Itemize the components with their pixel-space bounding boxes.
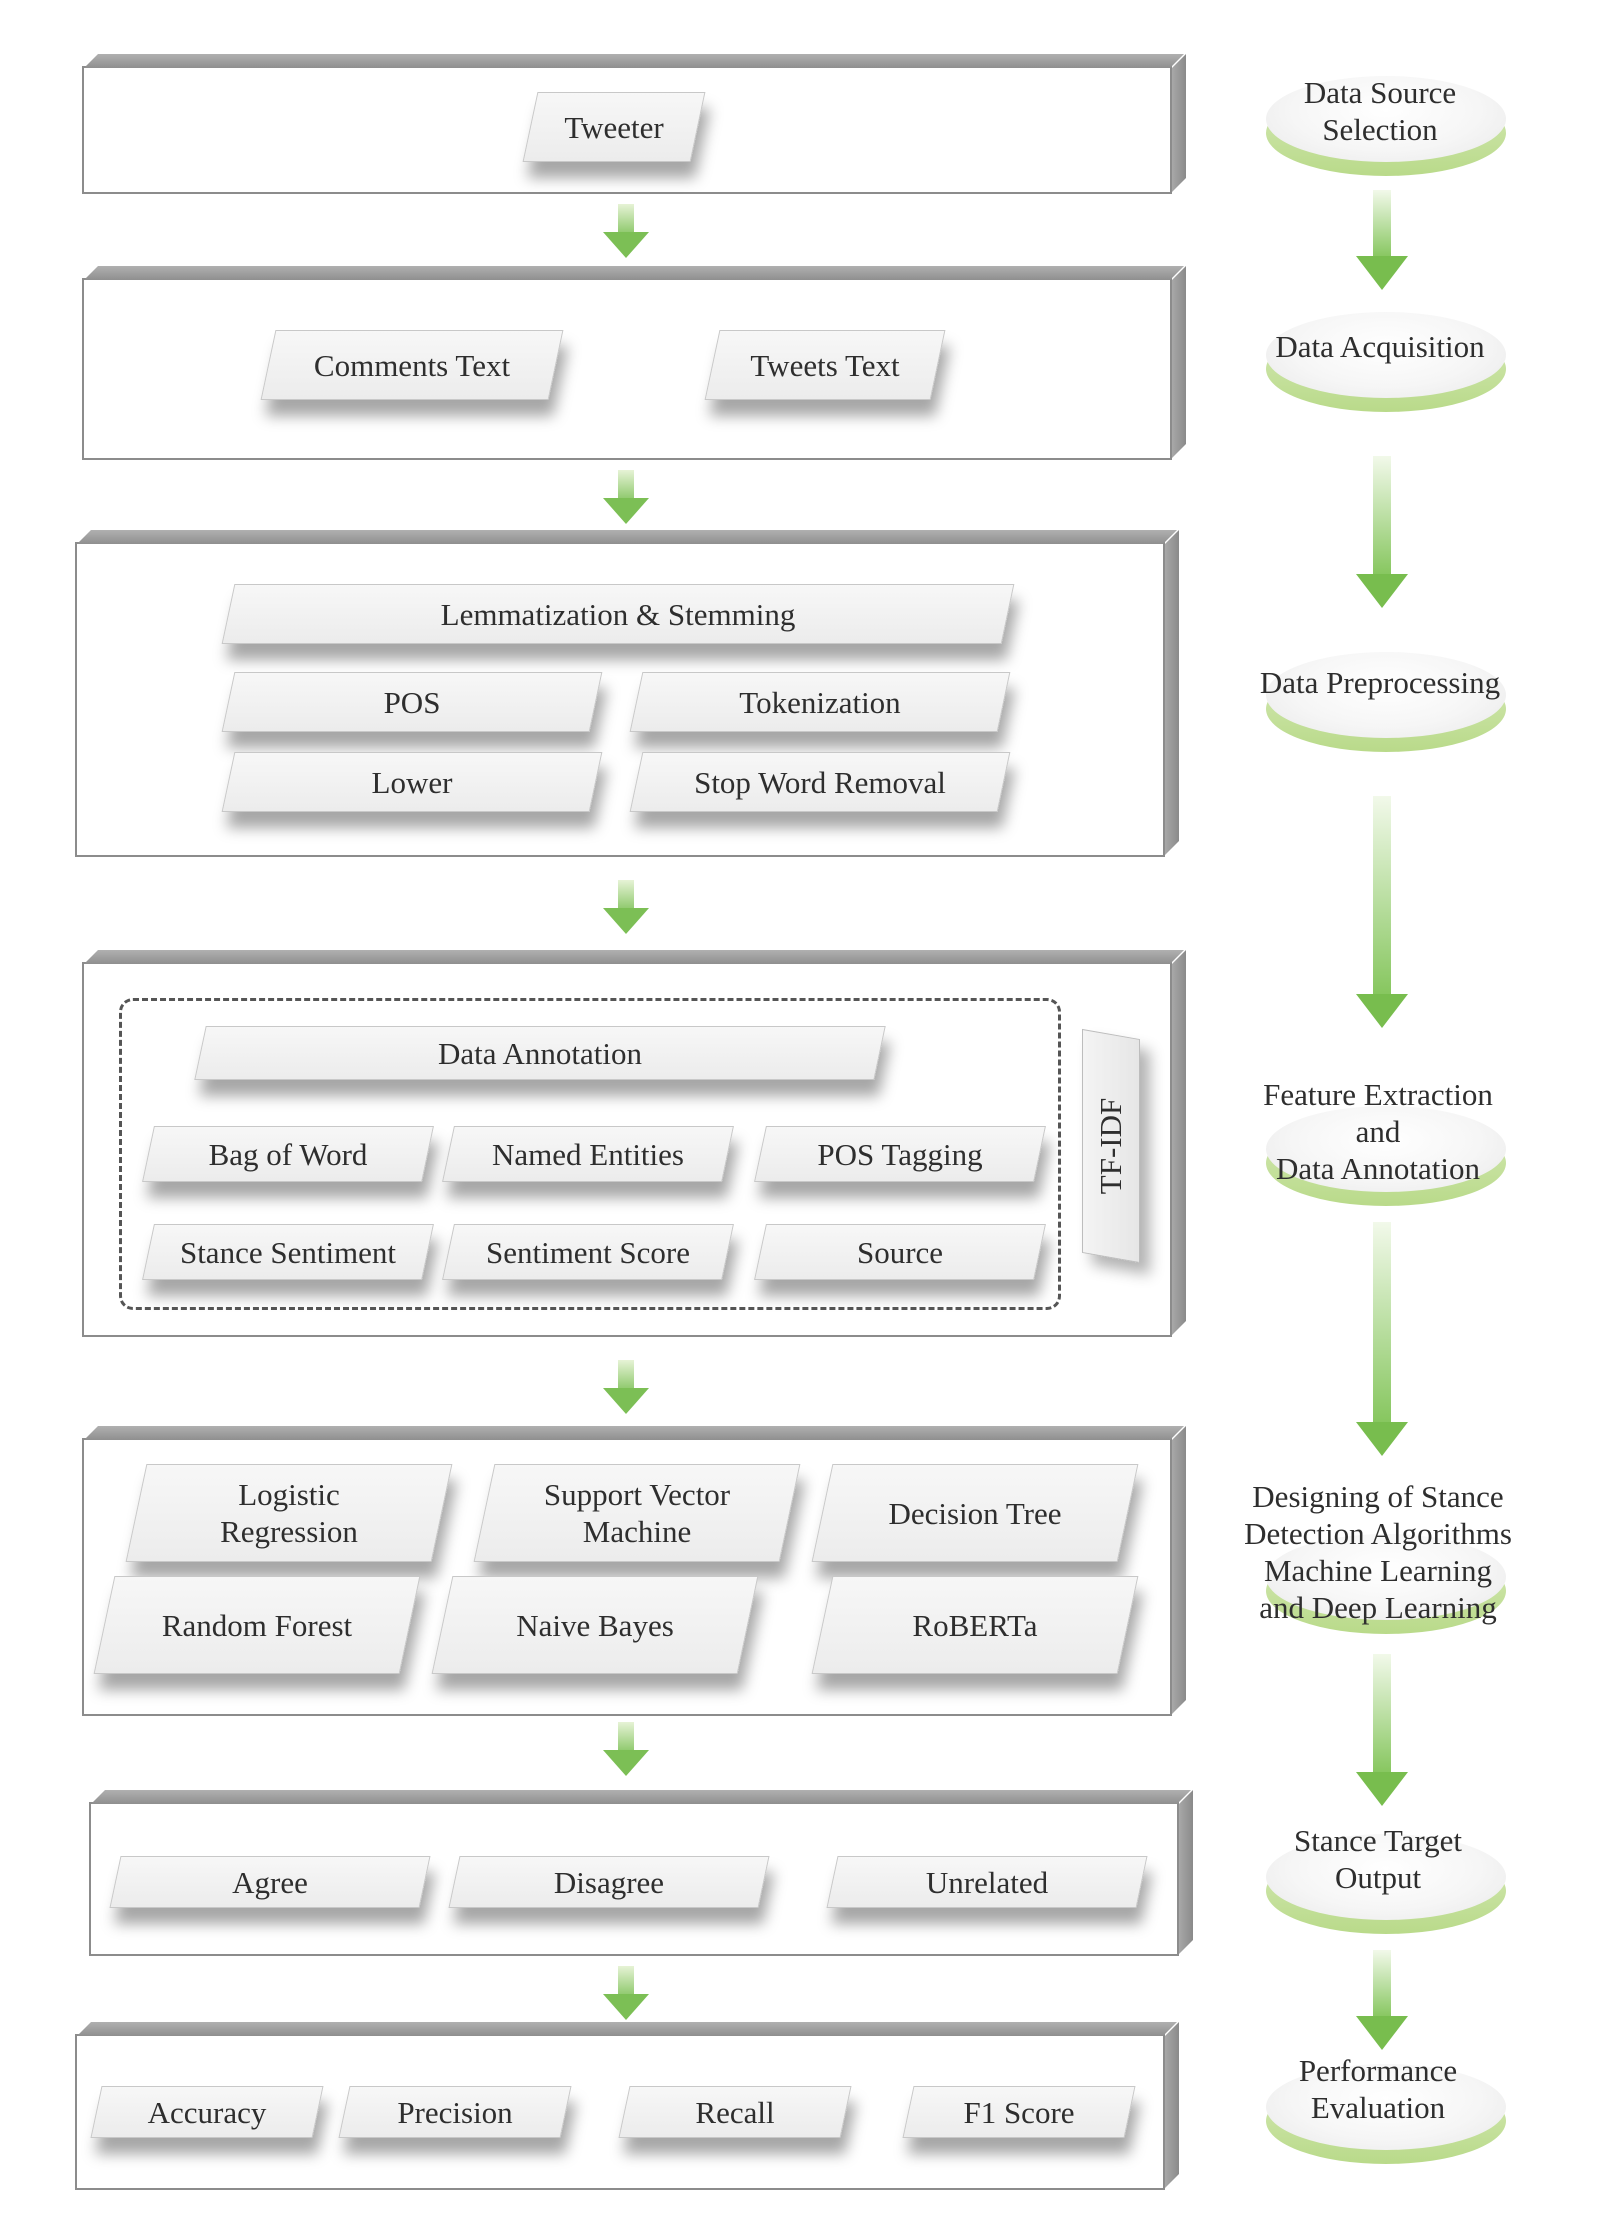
comments-text-box: Comments Text [260,330,564,400]
stage-label-stance-target-output: Stance Target Output [1294,1823,1462,1895]
stage-disc [1266,1106,1506,1206]
stage-label-data-acquisition: Data Acquisition [1275,329,1485,364]
data-acquisition-panel [82,266,1186,460]
stage-label-data-source-selection: Data Source Selection [1303,75,1457,147]
flow-arrow [603,470,649,524]
stage-arrow [1356,1950,1408,2050]
tf-idf-box: TF-IDF [1082,1028,1140,1264]
stage-arrow [1356,796,1408,1028]
recall-box: Recall [618,2086,852,2138]
tweets-text-box: Tweets Text [704,330,946,400]
flow-arrow [603,880,649,934]
pos-box: POS [221,672,603,732]
support-vector-machine-box: Support Vector Machine [473,1464,801,1562]
stop-word-removal-box: Stop Word Removal [629,752,1011,812]
decision-tree-box: Decision Tree [811,1464,1139,1562]
bag-of-word-box: Bag of Word [142,1126,434,1182]
annotation-group [119,998,1061,1310]
lower-box: Lower [221,752,603,812]
flow-arrow [603,1966,649,2020]
f1-score-box: F1 Score [902,2086,1136,2138]
stage-disc [1266,76,1506,176]
logistic-regression-box: Logistic Regression [125,1464,453,1562]
stage-disc [1266,2064,1506,2164]
pos-tagging-box: POS Tagging [754,1126,1046,1182]
source-box: Source [754,1224,1046,1280]
stage-label-algorithms: Designing of Stance Detection Algorithms… [1244,1479,1512,1625]
stage-arrow [1356,456,1408,608]
unrelated-box: Unrelated [826,1856,1148,1908]
flow-arrow [603,1722,649,1776]
flow-arrow [603,204,649,258]
disagree-box: Disagree [448,1856,770,1908]
named-entities-box: Named Entities [442,1126,734,1182]
lemmatization-box: Lemmatization & Stemming [221,584,1015,644]
stage-label-feature-extraction: Feature Extraction and Data Annotation [1263,1077,1493,1186]
stage-disc [1266,1834,1506,1934]
stance-sentiment-box: Stance Sentiment [142,1224,434,1280]
stage-arrow [1356,1654,1408,1806]
accuracy-box: Accuracy [90,2086,324,2138]
agree-box: Agree [109,1856,431,1908]
precision-box: Precision [338,2086,572,2138]
tweeter-box: Tweeter [522,92,706,162]
roberta-box: RoBERTa [811,1576,1139,1674]
stage-arrow [1356,1222,1408,1456]
stage-label-data-preprocessing: Data Preprocessing [1259,665,1501,700]
stage-disc [1266,652,1506,752]
flow-arrow [603,1360,649,1414]
stage-disc [1266,312,1506,412]
tokenization-box: Tokenization [629,672,1011,732]
stage-disc [1266,1534,1506,1634]
sentiment-score-box: Sentiment Score [442,1224,734,1280]
random-forest-box: Random Forest [93,1576,421,1674]
data-annotation-box: Data Annotation [194,1026,886,1080]
stage-label-performance-evaluation: Performance Evaluation [1298,2053,1458,2125]
stage-arrow [1356,190,1408,290]
naive-bayes-box: Naive Bayes [431,1576,759,1674]
